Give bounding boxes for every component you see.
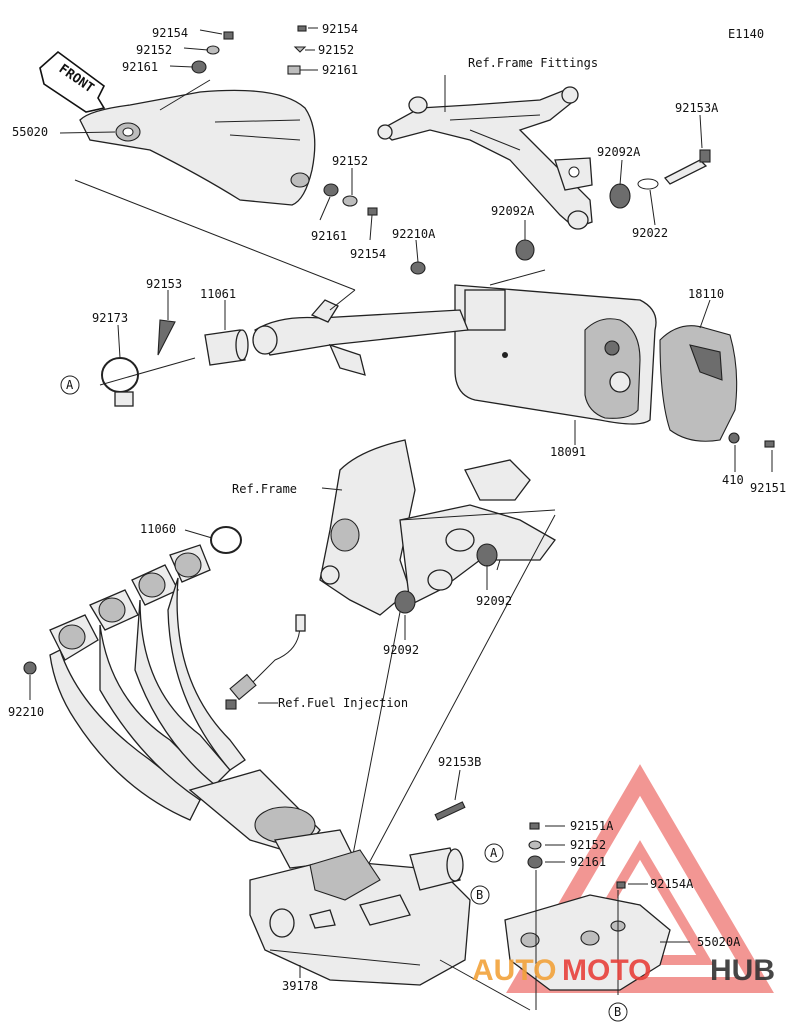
label-92154: 92154 [350,247,386,261]
front-arrow-icon: FRONT [39,50,106,113]
label-92173: 92173 [92,311,128,325]
bolt-92153B [434,801,466,821]
svg-text:B: B [614,1005,621,1019]
label-18091: 18091 [550,445,586,459]
damper-92092-b [394,590,416,614]
label-92022: 92022 [632,226,668,240]
svg-text:AUTO: AUTO [472,954,556,987]
callout-b-bottom: B [608,1002,628,1022]
label-92161: 92161 [570,855,606,869]
callout-a-right: A [484,843,504,863]
heat-cover-upper [79,89,316,206]
label-39178: 39178 [282,979,318,993]
label-55020: 55020 [12,125,48,139]
ref-fuel-injection: Ref.Fuel Injection [278,696,408,710]
heat-cover-lower [504,894,671,991]
fastener-group-upper [191,25,378,216]
svg-text:HUB: HUB [710,954,775,987]
label-92154A: 92154A [650,877,694,891]
label-18110: 18110 [688,287,724,301]
header-flanges [49,544,211,661]
label-11060: 11060 [140,522,176,536]
label-92154: 92154 [152,26,188,40]
label-92092A: 92092A [597,145,641,159]
oxygen-sensor [225,614,306,710]
diagram-code: E1140 [728,27,764,41]
muffler-end-cap [659,325,738,442]
label-92161: 92161 [311,229,347,243]
label-55020A: 55020A [697,935,741,949]
clamp-92173 [101,319,176,407]
label-92092: 92092 [383,643,419,657]
label-92161: 92161 [122,60,158,74]
svg-text:B: B [476,888,483,902]
ref-frame-fittings: Ref.Frame Fittings [468,56,598,70]
frame-fittings-bracket [377,86,593,230]
label-92152: 92152 [570,838,606,852]
watermark-text: AUTO MOTO HUB [472,954,775,987]
washer-410 [728,432,740,444]
svg-text:A: A [66,378,74,392]
label-92154: 92154 [322,22,358,36]
label-92092: 92092 [476,594,512,608]
frame-section [319,439,556,616]
label-92151A: 92151A [570,819,614,833]
label-92210: 92210 [8,705,44,719]
nut-92210 [23,661,37,675]
gasket-11061 [204,329,249,366]
label-92092A: 92092A [491,204,535,218]
callout-b-right: B [470,885,490,905]
label-92210A: 92210A [392,227,436,241]
mid-pipe [252,299,469,376]
label-92153: 92153 [146,277,182,291]
damper-92092-a [476,543,498,567]
label-92161: 92161 [322,63,358,77]
label-92152: 92152 [136,43,172,57]
label-11061: 11061 [200,287,236,301]
label-410: 410 [722,473,744,487]
part-labels: E1140 92154 92152 92161 92154 92152 9216… [8,22,786,993]
callout-a-left: A [60,375,80,395]
label-leaders [29,27,773,978]
svg-text:MOTO: MOTO [562,954,651,987]
ref-frame: Ref.Frame [232,482,297,496]
label-92152: 92152 [332,154,368,168]
tail-pipe-joint [409,847,464,891]
label-92151: 92151 [750,481,786,495]
bolt-92151 [764,440,775,448]
label-92153A: 92153A [675,101,719,115]
pre-chamber [249,849,471,986]
label-92152: 92152 [318,43,354,57]
label-92153B: 92153B [438,755,481,769]
damper-group-right [410,149,711,275]
svg-text:A: A [490,846,498,860]
fastener-group-lower [527,822,626,889]
muffler-body [454,284,657,425]
